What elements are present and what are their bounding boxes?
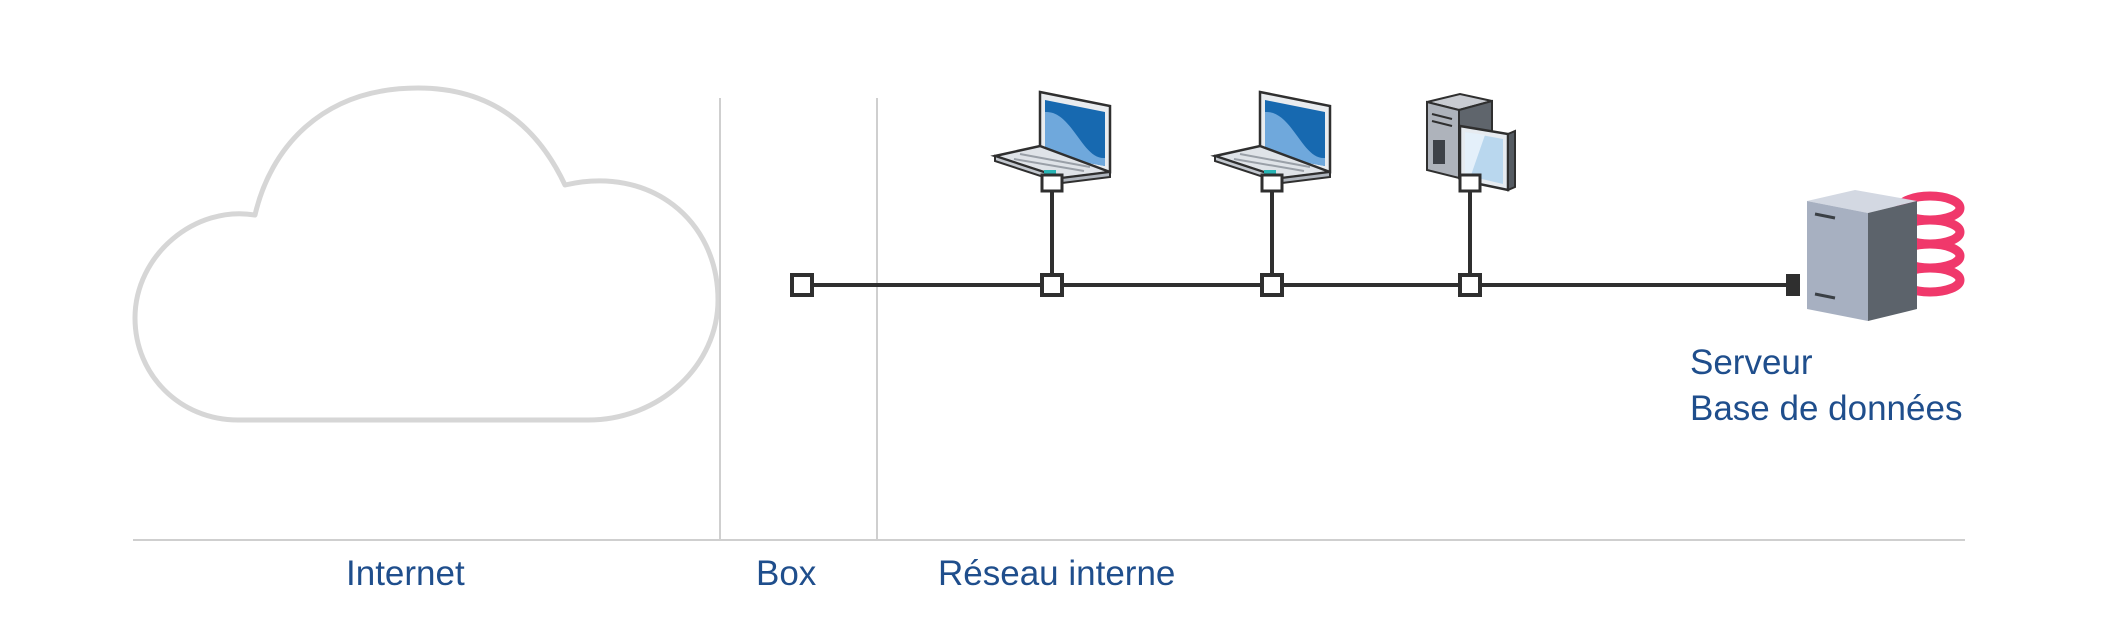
box-port	[790, 273, 814, 297]
desktop-port	[1458, 273, 1482, 297]
database-label: Base de données	[1690, 389, 1963, 428]
zone-label-internet: Internet	[346, 554, 465, 593]
server-label: Serveur	[1690, 343, 1813, 382]
desktop-computer-icon	[1426, 92, 1516, 193]
bus-ports	[790, 273, 1482, 297]
laptop-2-port	[1260, 273, 1284, 297]
zone-label-box: Box	[756, 554, 817, 593]
zone-label-internal-network: Réseau interne	[938, 554, 1176, 593]
laptop-1-port	[1040, 273, 1064, 297]
laptop-icon	[1210, 90, 1332, 193]
cloud-icon	[132, 85, 721, 423]
laptop-icon	[990, 90, 1112, 193]
server-tower-icon	[1807, 190, 1917, 321]
server-port	[1786, 274, 1800, 296]
database-server-icon	[1807, 190, 1965, 321]
